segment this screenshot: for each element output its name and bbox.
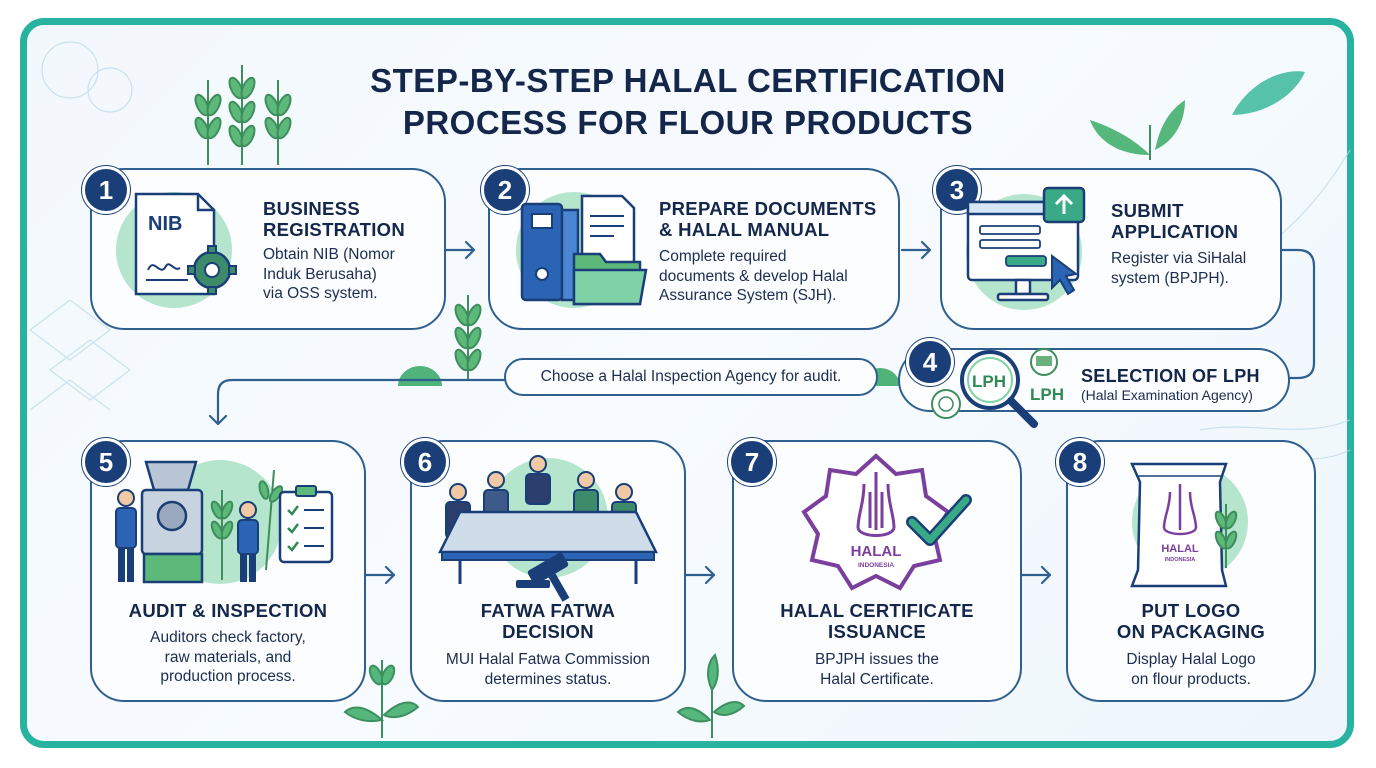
document-gear-icon: NIB xyxy=(116,192,237,308)
step-1-title: BUSINESS REGISTRATION xyxy=(263,198,406,240)
arrow-3-4 xyxy=(1280,248,1316,380)
leaf-icon xyxy=(1155,100,1185,150)
bag-halal-subtext: INDONESIA xyxy=(1165,557,1196,563)
step-number-5: 5 xyxy=(82,438,130,486)
leaf-icon xyxy=(1090,120,1150,155)
arrow-4-5 xyxy=(208,378,506,426)
step-6-title: FATWA FATWA DECISION xyxy=(480,600,616,642)
leaf-icon xyxy=(343,653,746,738)
arrow-7-8 xyxy=(1020,565,1052,585)
lph-label-text: LPH xyxy=(1030,385,1064,404)
lph-badge-text: LPH xyxy=(972,372,1006,391)
step-1-description: Obtain NIB (Nomor Induk Berusaha) via OS… xyxy=(263,246,395,302)
wheat-icon xyxy=(454,295,482,380)
flour-bag-icon: HALAL INDONESIA xyxy=(1130,462,1248,588)
bag-halal-text: HALAL xyxy=(1161,543,1199,555)
halal-badge-subtext: INDONESIA xyxy=(858,562,894,569)
meeting-gavel-icon xyxy=(437,455,659,602)
arrow-1-2 xyxy=(444,240,476,260)
step-number-1: 1 xyxy=(82,166,130,214)
factory-audit-icon xyxy=(115,460,334,584)
arrow-5-6 xyxy=(364,565,396,585)
binder-folder-icon xyxy=(516,192,648,308)
lph-choice-note: Choose a Halal Inspection Agency for aud… xyxy=(504,358,878,396)
halal-badge-text: HALAL xyxy=(851,543,902,560)
page-title: STEP-BY-STEP HALAL CERTIFICATION PROCESS… xyxy=(0,60,1376,144)
halal-badge-icon: HALAL INDONESIA xyxy=(801,453,972,591)
step-number-7: 7 xyxy=(728,438,776,486)
step-7-title: HALAL CERTIFICATE ISSUANCE xyxy=(780,600,974,642)
leaf-icon xyxy=(1232,71,1305,115)
step-4-subtitle: (Halal Examination Agency) xyxy=(1081,387,1253,403)
nib-label: NIB xyxy=(148,213,182,235)
step-7-description: BPJPH issues the Halal Certificate. xyxy=(814,651,940,688)
step-5-description: Auditors check factory, raw materials, a… xyxy=(150,629,306,685)
step-number-2: 2 xyxy=(481,166,529,214)
title-line-2: PROCESS FOR FLOUR PRODUCTS xyxy=(402,104,974,142)
arrow-2-3 xyxy=(900,240,932,260)
step-number-4: 4 xyxy=(906,338,954,386)
step-4-title: SELECTION OF LPH xyxy=(1081,366,1260,386)
computer-upload-icon xyxy=(966,186,1086,310)
step-3-title: SUBMIT APPLICATION xyxy=(1111,200,1239,242)
wheat-icon xyxy=(194,65,292,165)
step-2-title: PREPARE DOCUMENTS & HALAL MANUAL xyxy=(659,198,877,240)
title-line-1: STEP-BY-STEP HALAL CERTIFICATION xyxy=(370,62,1006,99)
step-2-description: Complete required documents & develop Ha… xyxy=(659,248,848,304)
step-8-title: PUT LOGO ON PACKAGING xyxy=(1116,600,1266,642)
step-8-description: Display Halal Logo on flour products. xyxy=(1126,651,1256,688)
magnifier-lph-icon: LPH LPH xyxy=(931,348,1064,428)
arrow-6-7 xyxy=(684,565,716,585)
step-6-description: MUI Halal Fatwa Commission determines st… xyxy=(445,651,651,688)
step-number-8: 8 xyxy=(1056,438,1104,486)
step-5-title: AUDIT & INSPECTION xyxy=(128,600,328,621)
step-3-description: Register via SiHalal system (BPJPH). xyxy=(1111,250,1247,287)
step-number-6: 6 xyxy=(401,438,449,486)
